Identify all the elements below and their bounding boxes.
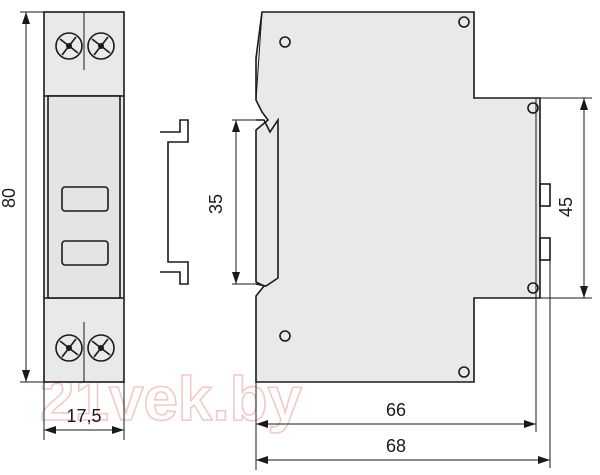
mount-hole-top-right	[458, 16, 470, 28]
front-panel	[47, 95, 121, 299]
side-body	[255, 11, 541, 383]
terminal-screw-top-right	[87, 32, 115, 60]
toggle-upper	[539, 183, 551, 207]
dim-label-17-5: 17,5	[66, 406, 101, 426]
indicator-window-top	[61, 186, 109, 212]
dim-label-68: 68	[386, 436, 406, 456]
dimension-height-45: 45	[540, 97, 592, 299]
dimension-width-17-5: 17,5	[43, 382, 125, 440]
mount-hole-bottom-right	[458, 366, 470, 378]
dimension-depth-68: 68	[256, 260, 551, 468]
dimension-height-80: 80	[0, 11, 44, 383]
dim-label-80: 80	[0, 188, 19, 208]
toggle-lower	[539, 237, 551, 261]
mount-hole-top-left	[279, 36, 291, 48]
rail-clip	[255, 117, 279, 287]
mount-hole-bottom-left	[279, 330, 291, 342]
terminal-screw-bottom-left	[55, 334, 83, 362]
dimension-depth-66: 66	[255, 298, 537, 470]
terminal-screw-top-left	[55, 32, 83, 60]
din-rail-profile	[160, 119, 189, 285]
mount-hole-front-top	[527, 102, 539, 114]
side-view	[255, 11, 551, 383]
dim-label-45: 45	[556, 197, 576, 217]
indicator-window-bottom	[61, 240, 109, 266]
dim-label-66: 66	[386, 400, 406, 420]
mount-hole-front-bottom	[527, 282, 539, 294]
dimension-rail-35: 35	[206, 119, 262, 285]
terminal-screw-bottom-right	[87, 334, 115, 362]
front-view	[43, 11, 125, 383]
dim-label-35: 35	[206, 194, 226, 214]
